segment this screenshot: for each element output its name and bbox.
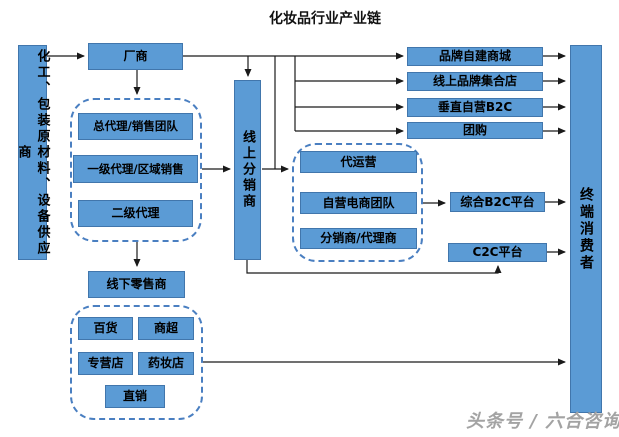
offline-retail-group: [70, 305, 203, 420]
online-distributor-bar: 线上分销商: [234, 80, 261, 260]
self-ecommerce-team-box: 自营电商团队: [300, 192, 417, 214]
group-buying-box: 团购: [407, 122, 543, 139]
vertical-b2c-box: 垂直自营B2C: [407, 98, 543, 117]
consumer-bar: 终端消费者: [570, 45, 602, 413]
offline-retailer-box: 线下零售商: [88, 271, 185, 298]
general-agent-box: 总代理/销售团队: [78, 113, 193, 140]
distributor-agent-box: 分销商/代理商: [300, 228, 417, 249]
level2-agent-box: 二级代理: [78, 200, 193, 227]
watermark-text: 头条号 / 六合咨询: [466, 411, 619, 432]
level1-agent-box: 一级代理/区域销售: [73, 155, 198, 183]
specialty-store-box: 专营店: [78, 352, 133, 375]
c2c-platform-box: C2C平台: [448, 243, 547, 262]
online-brand-store-box: 线上品牌集合店: [407, 72, 543, 91]
suppliers-bar: 化工、包装原材料、设备供应商: [16, 45, 50, 260]
department-store-box: 百货: [78, 317, 133, 340]
drugstore-box: 药妆店: [138, 352, 194, 375]
direct-sales-box: 直销: [105, 385, 165, 408]
diagram-title: 化妆品行业产业链: [269, 11, 381, 27]
manufacturer-box: 厂商: [88, 43, 183, 70]
agents-group: [70, 98, 202, 242]
supermarket-box: 商超: [138, 317, 194, 340]
b2c-platform-box: 综合B2C平台: [450, 192, 545, 212]
agency-operation-box: 代运营: [300, 151, 417, 173]
ecommerce-group: [292, 143, 423, 262]
brand-mall-box: 品牌自建商城: [407, 47, 543, 66]
